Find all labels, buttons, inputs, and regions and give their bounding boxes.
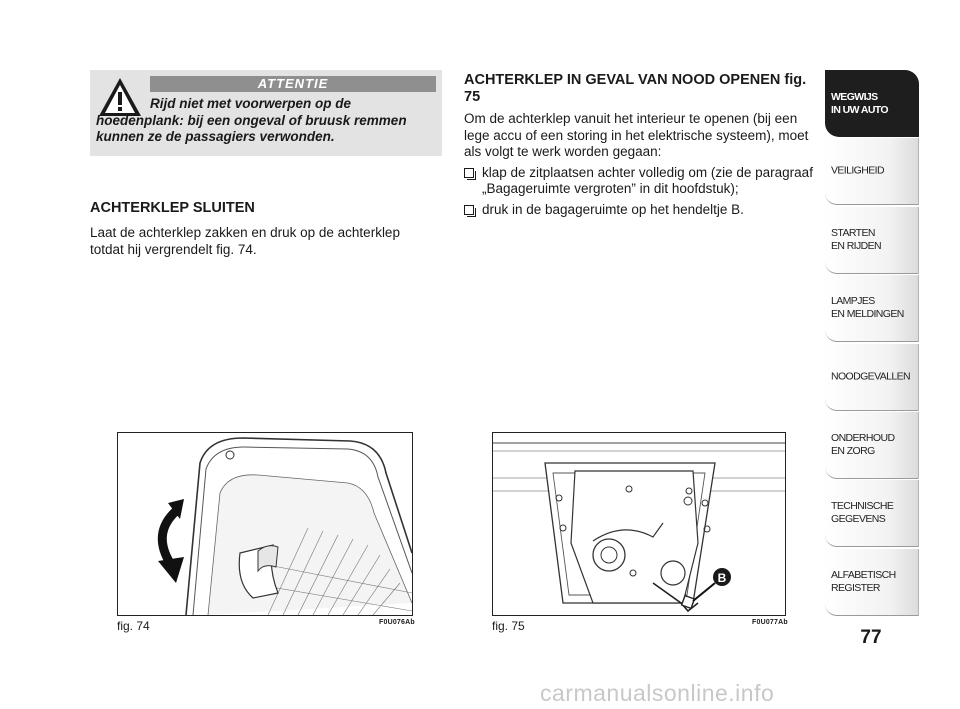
- figure-75-lock-illustration: B: [492, 432, 786, 616]
- chapter-tabs: WEGWIJS IN UW AUTO VEILIGHEID STARTEN EN…: [825, 70, 919, 617]
- tab-veiligheid[interactable]: VEILIGHEID: [825, 138, 919, 206]
- warning-title: ATTENTIE: [150, 76, 436, 92]
- section-body-emergency-open: Om de achterklep vanuit het interieur te…: [464, 111, 809, 159]
- page-number: 77: [860, 627, 882, 648]
- tab-label: ONDERHOUD EN ZORG: [831, 431, 895, 457]
- tab-label: TECHNISCHE GEGEVENS: [831, 500, 894, 526]
- tab-starten[interactable]: STARTEN EN RIJDEN: [825, 206, 919, 274]
- callout-b: B: [718, 571, 727, 585]
- bullet-text: druk in de bagageruimte op het hendeltje…: [482, 201, 744, 217]
- tab-register[interactable]: ALFABETISCH REGISTER: [825, 548, 919, 616]
- tab-technische[interactable]: TECHNISCHE GEGEVENS: [825, 480, 919, 548]
- figure-74-label: fig. 74: [117, 619, 150, 633]
- tab-label: WEGWIJS IN UW AUTO: [831, 90, 889, 116]
- tab-label: LAMPJES EN MELDINGEN: [831, 295, 904, 321]
- figure-74-tailgate-illustration: [117, 432, 413, 616]
- figure-74-code: F0U076Ab: [379, 619, 415, 626]
- checkbox-bullet-icon: [464, 204, 476, 217]
- checkbox-bullet-icon: [464, 167, 476, 180]
- tab-lampjes[interactable]: LAMPJES EN MELDINGEN: [825, 275, 919, 343]
- bullet-item: klap de zitplaatsen achter volledig om (…: [464, 165, 816, 198]
- figure-75-label: fig. 75: [492, 619, 525, 633]
- tab-label: STARTEN EN RIJDEN: [831, 226, 882, 252]
- tab-label: VEILIGHEID: [831, 164, 885, 177]
- emergency-opening-section: ACHTERKLEP IN GEVAL VAN NOOD OPENEN fig.…: [464, 72, 816, 222]
- tab-label: ALFABETISCH REGISTER: [831, 568, 896, 594]
- bullet-item: druk in de bagageruimte op het hendeltje…: [464, 202, 816, 219]
- tab-label: NOODGEVALLEN: [831, 370, 911, 383]
- tab-wegwijs[interactable]: WEGWIJS IN UW AUTO: [825, 70, 919, 137]
- tab-onderhoud[interactable]: ONDERHOUD EN ZORG: [825, 411, 919, 479]
- section-body-close-tailgate: Laat de achterklep zakken en druk op de …: [90, 225, 400, 257]
- warning-text: Rijd niet met voorwerpen op de hoedenpla…: [96, 96, 407, 144]
- bullet-text: klap de zitplaatsen achter volledig om (…: [482, 164, 813, 197]
- warning-triangle-icon: [97, 76, 143, 118]
- watermark: carmanualsonline.info: [540, 680, 775, 706]
- section-heading-emergency-open: ACHTERKLEP IN GEVAL VAN NOOD OPENEN fig.…: [464, 72, 807, 105]
- section-heading-close-tailgate: ACHTERKLEP SLUITEN: [90, 200, 255, 216]
- tab-noodgevallen[interactable]: NOODGEVALLEN: [825, 343, 919, 411]
- figure-75-code: F0U077Ab: [752, 619, 788, 626]
